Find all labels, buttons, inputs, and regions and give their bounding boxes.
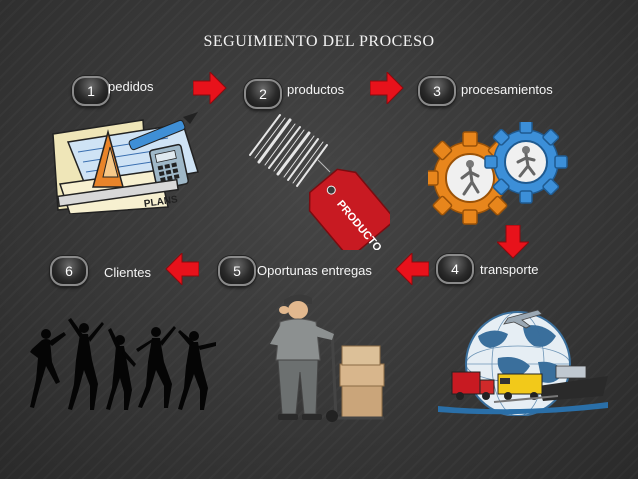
step-1-badge: 1 bbox=[72, 76, 110, 106]
arrow-down-icon bbox=[497, 225, 529, 259]
step-2-label: productos bbox=[287, 82, 345, 97]
step-6-badge: 6 bbox=[50, 256, 88, 286]
delivery-worker-illustration bbox=[270, 294, 385, 422]
arrow-left-icon bbox=[395, 253, 429, 285]
arrow-left-icon bbox=[165, 253, 199, 285]
step-4-badge: 4 bbox=[436, 254, 474, 284]
globe-transport-illustration bbox=[438, 309, 608, 416]
step-4-label: transporte bbox=[480, 262, 539, 277]
barcode-tag-illustration: PRODUCTO bbox=[249, 114, 390, 250]
step-5-badge: 5 bbox=[218, 256, 256, 286]
gears-illustration bbox=[428, 122, 568, 225]
plans-text: PLANS bbox=[143, 194, 178, 210]
slide-title: SEGUIMIENTO DEL PROCESO bbox=[203, 33, 435, 50]
customers-silhouettes-illustration bbox=[30, 318, 216, 410]
step-3-badge: 3 bbox=[418, 76, 456, 106]
step-3-label: procesamientos bbox=[461, 82, 553, 97]
step-2-badge: 2 bbox=[244, 79, 282, 109]
step-1-label: pedidos bbox=[108, 79, 154, 94]
step-5-label: Oportunas entregas bbox=[257, 263, 372, 278]
planning-documents-illustration: PLANS bbox=[52, 112, 199, 214]
arrow-right-icon bbox=[370, 72, 404, 104]
arrow-right-icon bbox=[193, 72, 227, 104]
step-6-label: Clientes bbox=[104, 265, 151, 280]
